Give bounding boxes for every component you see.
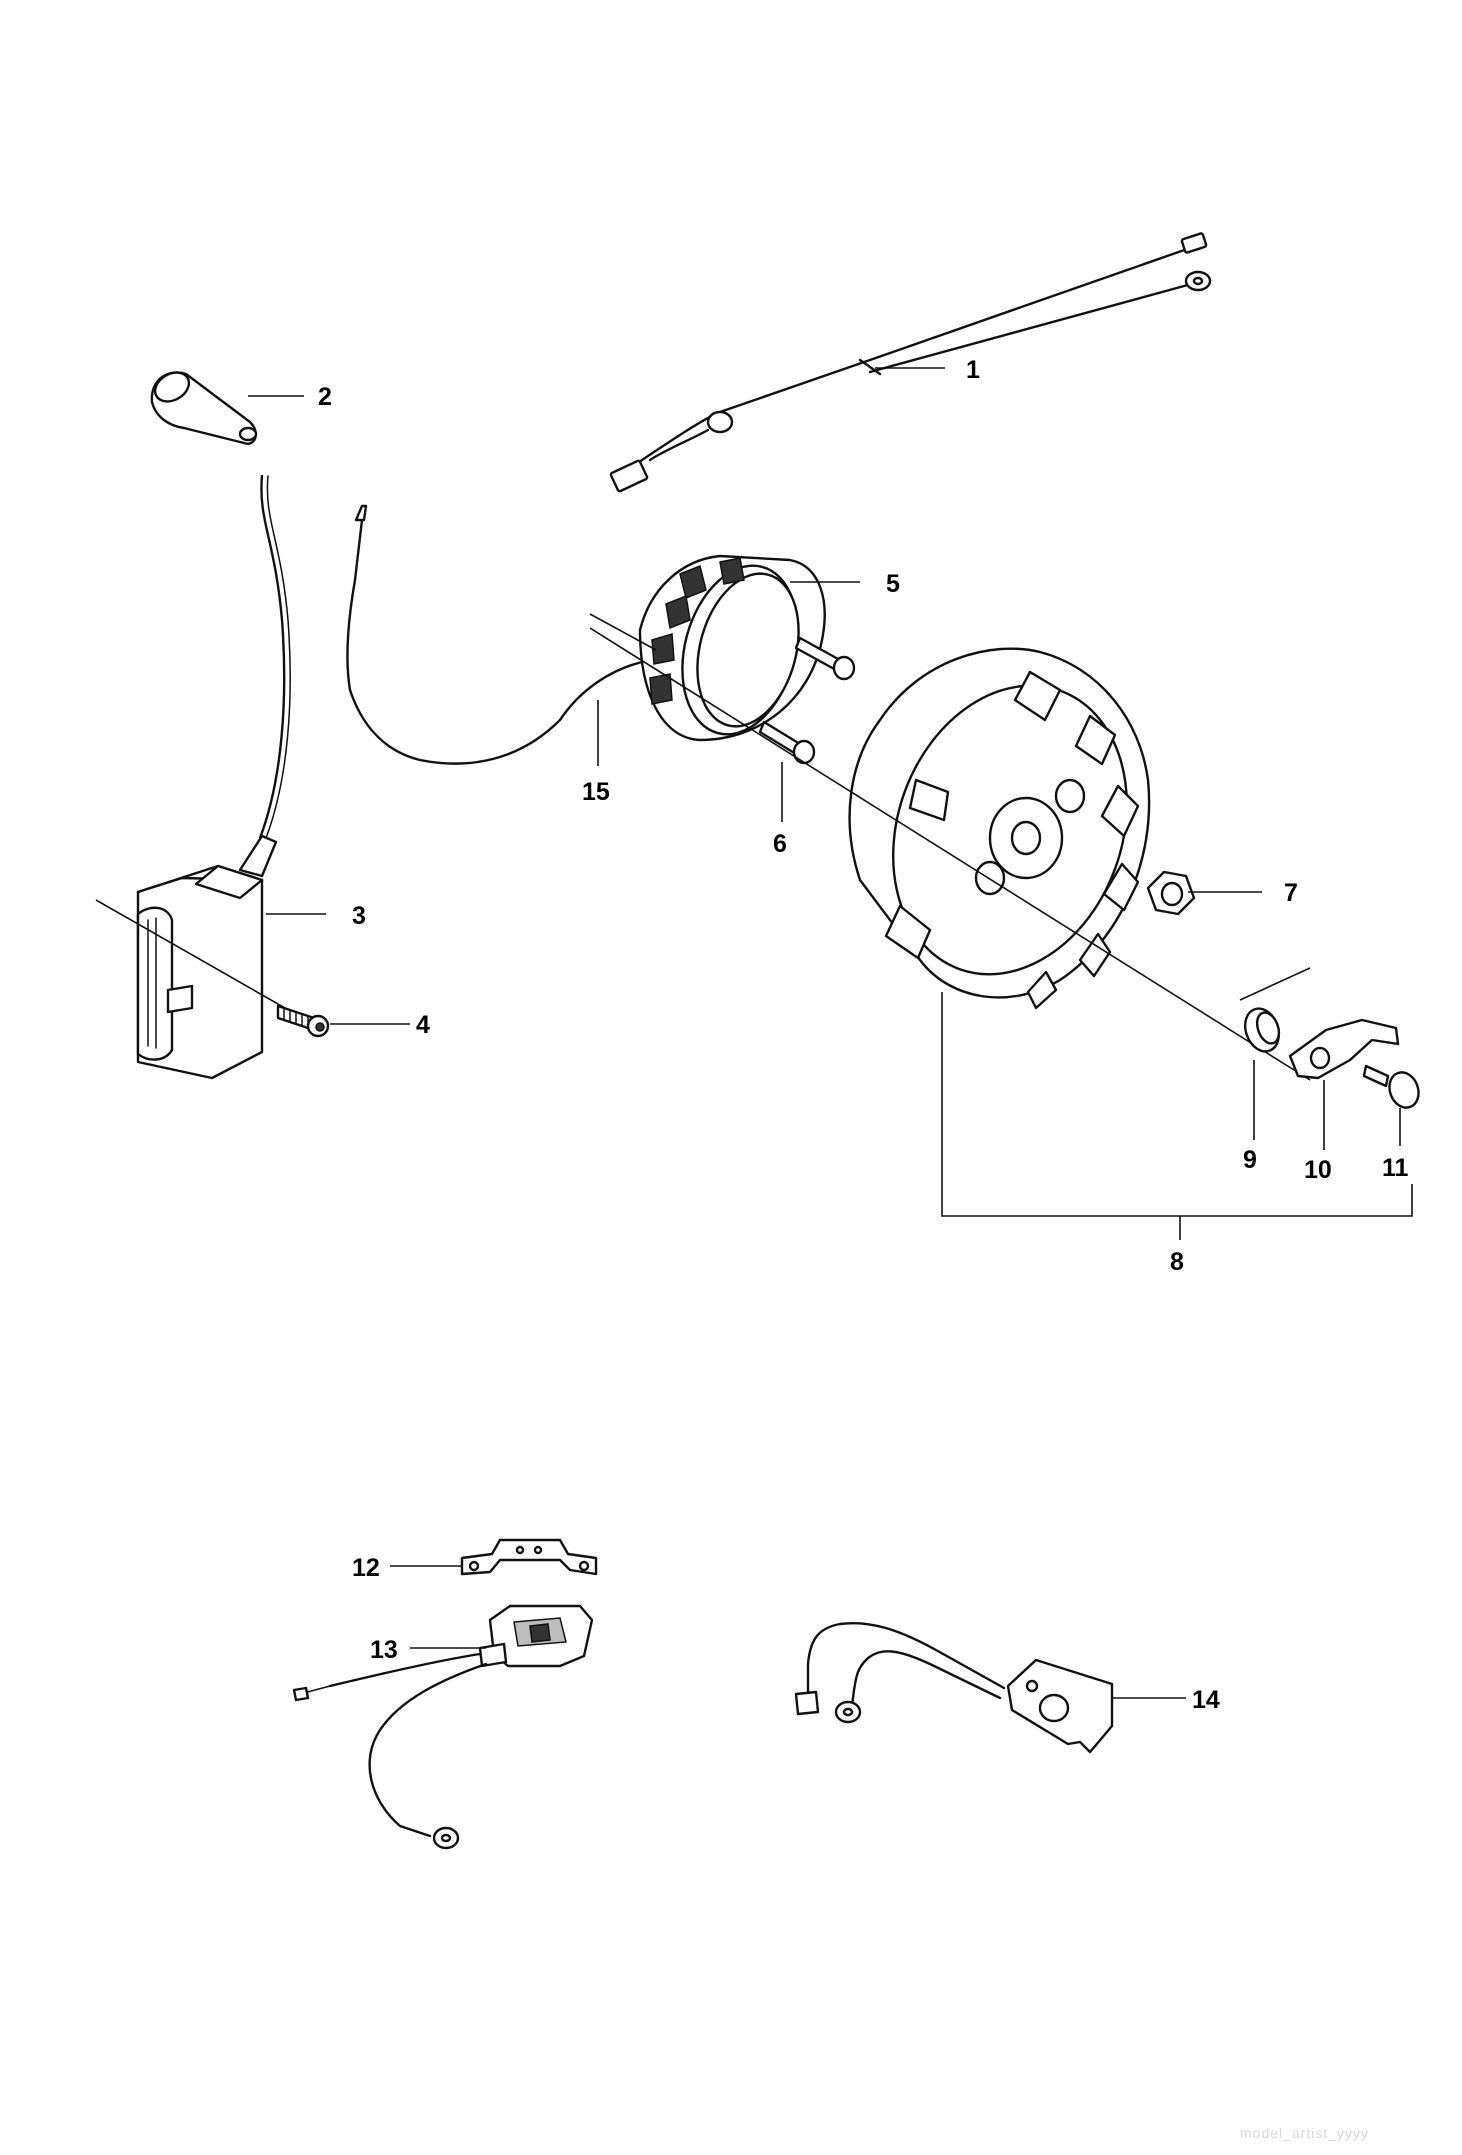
callout-10: 10 (1304, 1156, 1332, 1184)
part-8-flywheel (589, 613, 1413, 1240)
watermark-text: model_artist_yyyy (1240, 2125, 1370, 2141)
part-4-screw (276, 1004, 410, 1038)
callout-9: 9 (1243, 1146, 1257, 1174)
part-2-spark-plug-boot (150, 371, 304, 446)
callout-3: 3 (352, 902, 366, 930)
callout-4: 4 (416, 1011, 430, 1039)
callout-14: 14 (1192, 1686, 1220, 1714)
callout-1: 1 (966, 356, 980, 384)
callout-11: 11 (1382, 1154, 1409, 1182)
callout-13: 13 (370, 1636, 398, 1664)
callout-8: 8 (1170, 1248, 1184, 1276)
callout-7: 7 (1284, 879, 1298, 907)
part-15-stator-wire (346, 504, 644, 766)
part-9-washer (1239, 967, 1311, 1140)
part-11-pin (1362, 1064, 1420, 1146)
part-5-stator (638, 554, 860, 742)
callout-5: 5 (886, 570, 900, 598)
part-10-pawl (1288, 1018, 1400, 1150)
part-6-screws (758, 636, 856, 822)
part-7-nut (1146, 870, 1262, 916)
callout-2: 2 (318, 383, 332, 411)
part-3-ignition-module (95, 474, 326, 1080)
part-1-wire-harness (609, 232, 1212, 493)
callout-12: 12 (352, 1554, 380, 1582)
part-12-bracket (390, 1538, 598, 1576)
callout-6: 6 (773, 830, 787, 858)
callout-15: 15 (582, 778, 610, 806)
part-13-switch (292, 1604, 594, 1850)
part-14-switch-plate (794, 1621, 1186, 1754)
